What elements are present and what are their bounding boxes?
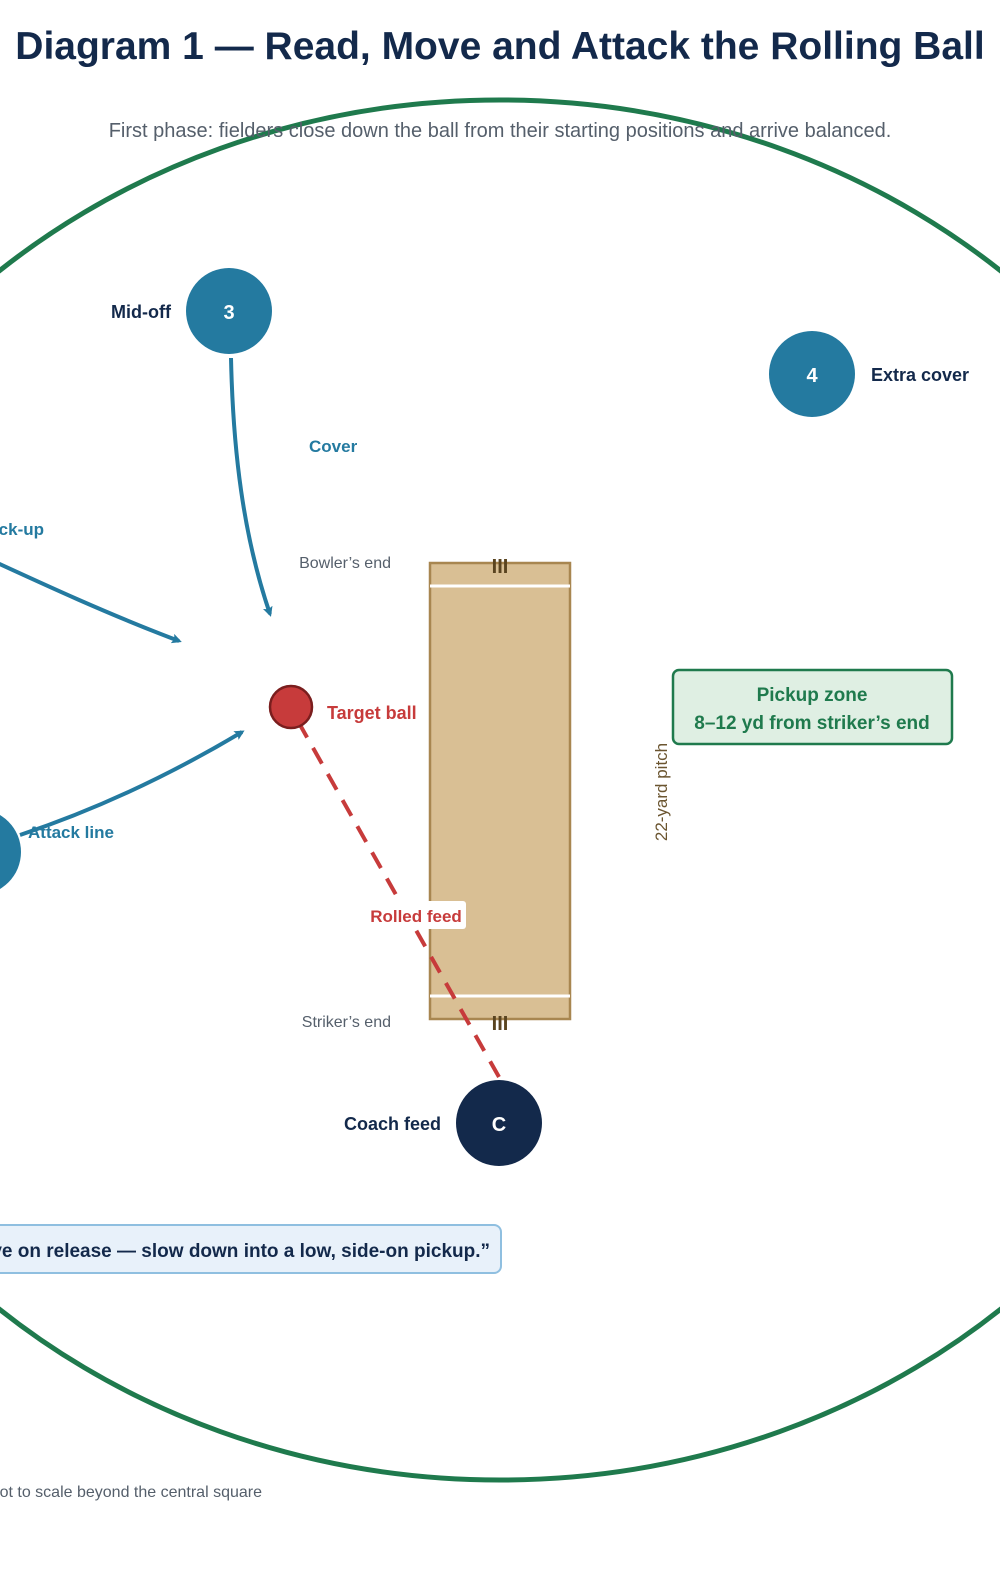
bowler-end-label: Bowler’s end [299,555,391,572]
pitch-length-label: 22-yard pitch [652,743,671,841]
cover-arrow [229,357,273,617]
pickup-zone-box [671,668,954,746]
coaching-cue-box [0,1224,502,1274]
pitch-strip [428,561,572,1021]
attack-arrow-label: Attack line [28,823,114,842]
rolled-feed-label-bg [366,901,466,929]
fielder-3-number: 3 [223,302,234,324]
coach-label: Coach feed [344,1114,441,1134]
pickup-zone-distance: 8–12 yd from striker’s end [694,713,930,734]
fielder-4-number: 4 [806,365,818,387]
ball-icon [268,684,314,730]
fielder-4: 4 Extra cover [769,331,969,417]
fielder-3-marker [186,268,272,354]
fielder-left-marker [0,815,21,889]
fielder-4-label: Extra cover [871,365,969,385]
scale-footnote: Not to scale beyond the central square [0,1484,262,1501]
coach-marker [456,1080,542,1166]
backup-arrow-label: Back-up [0,520,44,539]
coach-feed: C Coach feed [344,1080,542,1166]
rolled-feed-line [293,715,501,1078]
striker-end-label: Striker’s end [302,1014,391,1031]
rolled-feed-label: Rolled feed [370,907,462,926]
coach-number: C [492,1114,506,1136]
cover-arrow-label: Cover [309,437,358,456]
boundary-rope [0,97,1000,1483]
pitch: III III Bowler’s end Striker’s end 22-ya… [299,555,671,1035]
pickup-zone-title: Pickup zone [757,685,868,706]
fielder-4-marker [769,331,855,417]
diagram-subtitle: First phase: fielders close down the bal… [109,120,892,142]
attack-arrow [19,730,245,837]
target-ball: Target ball [268,684,417,730]
pickup-zone: Pickup zone 8–12 yd from striker’s end [671,668,954,746]
striker-stumps: III [492,1013,509,1035]
bowler-stumps: III [492,556,509,578]
target-ball-label: Target ball [327,703,417,723]
backup-arrow [0,562,182,644]
fielder-3: 3 Mid-off [111,268,272,354]
coaching-cue: “Move on release — slow down into a low,… [0,1224,502,1274]
fielder-3-label: Mid-off [111,302,172,322]
coaching-cue-text: “Move on release — slow down into a low,… [0,1241,490,1262]
diagram-title: Diagram 1 — Read, Move and Attack the Ro… [15,25,984,68]
